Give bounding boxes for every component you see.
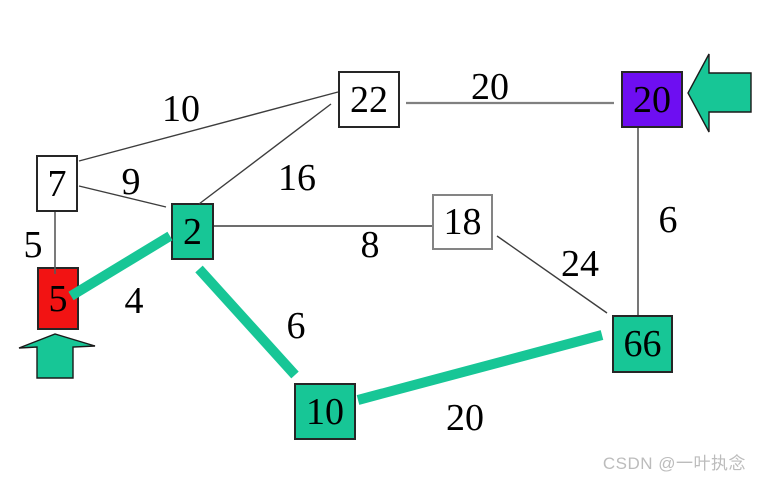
up-arrow-icon: [18, 333, 96, 379]
node-2: 2: [171, 203, 214, 260]
edge-weight-5-2: 4: [124, 280, 144, 322]
node-2-label: 2: [183, 210, 202, 253]
edge-weight-2-18: 8: [360, 224, 380, 266]
edge-weight-7-5: 5: [23, 224, 43, 266]
edge-weight-10-66: 20: [446, 397, 484, 439]
node-18: 18: [432, 194, 493, 250]
edge-weight-22-20: 20: [471, 66, 509, 108]
edge-weight-7-2: 9: [121, 161, 141, 203]
node-7-label: 7: [47, 162, 67, 205]
node-5: 5: [37, 267, 79, 330]
node-66: 66: [612, 315, 673, 373]
left-arrow-icon: [687, 53, 752, 133]
edge-10-66: [356, 330, 604, 405]
edge-weight-20-66: 6: [658, 199, 678, 241]
edge-7-22: [78, 91, 339, 162]
edge-2-10: [195, 265, 299, 379]
node-18-label: 18: [443, 201, 482, 243]
node-10: 10: [294, 383, 356, 440]
node-20-label: 20: [633, 78, 671, 121]
node-66-label: 66: [623, 323, 662, 365]
node-22: 22: [338, 71, 400, 128]
node-10-label: 10: [306, 390, 344, 433]
edge-weight-2-10: 6: [286, 305, 306, 347]
edge-weight-7-22: 10: [162, 88, 200, 130]
edge-5-2: [68, 231, 173, 301]
csdn-watermark: CSDN @一叶执念: [602, 454, 746, 473]
node-22-label: 22: [350, 78, 388, 121]
node-5-label: 5: [48, 277, 68, 320]
node-20: 20: [621, 71, 683, 128]
edge-weight-2-22: 16: [278, 157, 316, 199]
edge-weight-18-66: 24: [561, 243, 599, 285]
node-7: 7: [36, 155, 78, 212]
